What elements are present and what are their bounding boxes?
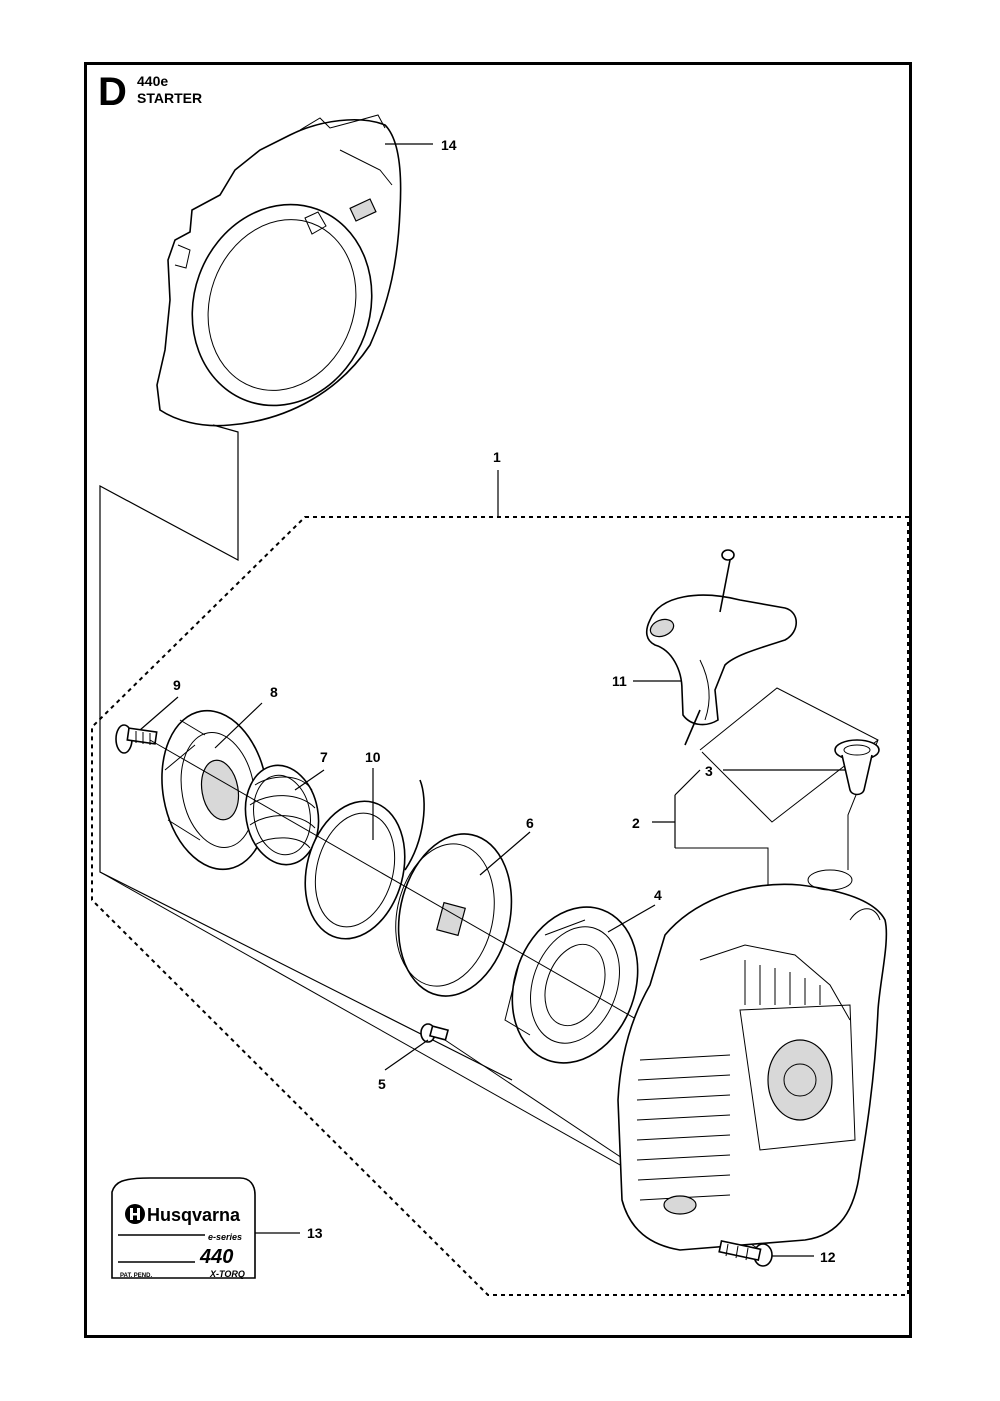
callout-6: 6 (526, 815, 534, 831)
callout-4: 4 (654, 887, 662, 903)
assembly-boundary (91, 516, 909, 1296)
decal-feature: X-TORQ (209, 1269, 245, 1279)
section-letter: D (98, 70, 127, 114)
alignment-line-housing (99, 424, 513, 1081)
leader-9 (139, 696, 179, 731)
model-name: 440e (137, 73, 169, 89)
starter-cover-2 (617, 869, 888, 1251)
page-frame (84, 62, 912, 1338)
decal-patent: PAT. PEND. (120, 1273, 152, 1279)
callout-8: 8 (270, 684, 278, 700)
spring-7 (244, 764, 320, 866)
screw-5 (420, 1023, 450, 1043)
bushing-3 (834, 739, 880, 796)
callout-11: 11 (612, 673, 627, 689)
decal-series: e-series (208, 1232, 242, 1242)
alignment-line-rope (701, 739, 879, 823)
callout-10: 10 (365, 749, 381, 765)
leader-7 (294, 769, 325, 791)
decal-model: 440 (199, 1246, 233, 1268)
rope-10 (304, 779, 425, 940)
leader-5 (384, 1039, 429, 1071)
leader-8 (214, 702, 263, 749)
leader-2-arm (674, 769, 701, 796)
screw-12 (718, 1240, 773, 1267)
diagram-title: STARTER (137, 90, 203, 106)
callout-5: 5 (378, 1076, 386, 1092)
callout-14: 14 (441, 137, 457, 153)
recoil-spring-4 (504, 906, 639, 1064)
decal-13: Husqvarna e-series 440 PAT. PEND. X-TORQ (111, 1177, 256, 1279)
callout-1: 1 (493, 449, 501, 465)
leader-2 (652, 795, 676, 848)
callout-7: 7 (320, 749, 328, 765)
callout-2: 2 (632, 815, 640, 831)
leader-6 (479, 831, 531, 876)
callout-13: 13 (307, 1225, 323, 1241)
fan-housing (156, 114, 402, 427)
callout-12: 12 (820, 1249, 836, 1265)
husqvarna-logo-icon (125, 1204, 145, 1224)
axis-line-lower (99, 871, 701, 1211)
callout-3: 3 (705, 763, 713, 779)
leader-4 (607, 904, 656, 933)
decal-brand: Husqvarna (147, 1205, 241, 1225)
callout-9: 9 (173, 677, 181, 693)
screw-9 (115, 724, 158, 754)
axis-line-main (149, 739, 691, 1051)
starter-handle-11 (645, 549, 798, 746)
